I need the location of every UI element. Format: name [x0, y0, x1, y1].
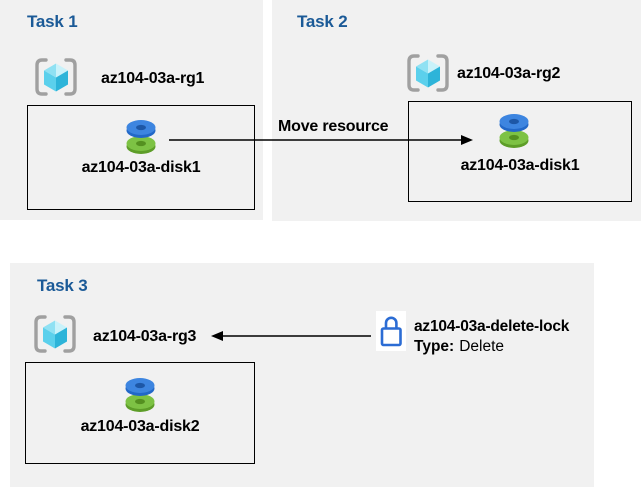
lock-type-value: Delete: [459, 338, 505, 355]
task1-disk-label: az104-03a-disk1: [81, 159, 201, 176]
lock-type-label: Type:: [414, 338, 455, 355]
lock-icon: [376, 311, 406, 351]
task1-title: Task 1: [27, 12, 78, 31]
task3-disk-box: [25, 362, 255, 464]
task1-panel: [0, 0, 263, 220]
disk-icon: [118, 374, 162, 416]
move-resource-arrow: [169, 135, 473, 145]
task3-title: Task 3: [37, 276, 88, 295]
task2-panel: [272, 0, 641, 221]
delete-lock-arrow: [211, 331, 371, 341]
task3-panel: [10, 263, 594, 487]
resource-group-icon: [33, 57, 79, 97]
task2-disk-label: az104-03a-disk1: [460, 157, 580, 174]
move-resource-label: Move resource: [278, 118, 389, 135]
resource-group-icon: [405, 53, 451, 93]
delete-lock-name: az104-03a-delete-lock: [414, 318, 570, 335]
task3-disk-label: az104-03a-disk2: [80, 418, 200, 435]
resource-group-icon: [32, 314, 78, 354]
task2-disk-box: [408, 101, 632, 202]
delete-lock-type: Type:Delete: [414, 338, 504, 356]
disk-icon: [119, 116, 163, 158]
task1-disk-box: [27, 105, 255, 210]
task3-resource-group-label: az104-03a-rg3: [93, 328, 197, 345]
task2-resource-group-label: az104-03a-rg2: [457, 65, 561, 82]
disk-icon: [492, 110, 536, 152]
task1-resource-group-label: az104-03a-rg1: [101, 70, 205, 87]
task2-title: Task 2: [297, 12, 348, 31]
